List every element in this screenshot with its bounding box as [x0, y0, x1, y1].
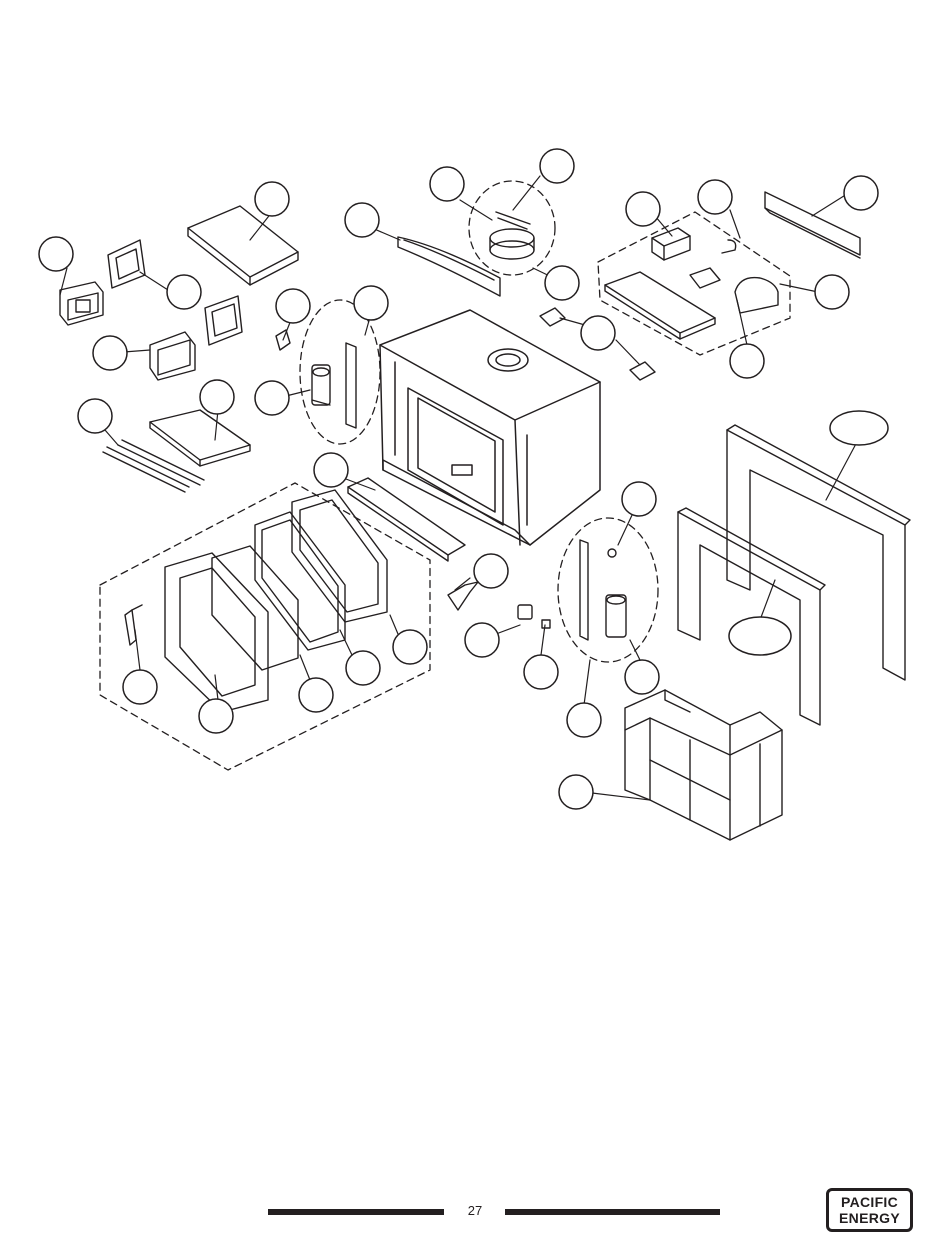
callout-circle — [167, 275, 201, 309]
callout-circle — [698, 180, 732, 214]
insulation-block-part — [735, 278, 778, 313]
callout-circle — [581, 316, 615, 350]
retainer-plate-part — [690, 268, 720, 288]
callout-circle — [199, 699, 233, 733]
board-part — [150, 410, 250, 466]
callout-circle — [559, 775, 593, 809]
callout-circles — [39, 149, 888, 809]
left-housing-part — [150, 332, 195, 380]
small-surround-part — [678, 508, 825, 725]
callout-circle — [474, 554, 508, 588]
callout-circle — [567, 703, 601, 737]
front-ledge-part — [348, 478, 465, 561]
callout-circle — [540, 149, 574, 183]
left-bracket-part — [60, 282, 103, 325]
page-number: 27 — [445, 1203, 505, 1218]
collar-group-outline — [469, 181, 555, 275]
callout-oval — [729, 617, 791, 655]
callout-circle — [200, 380, 234, 414]
callout-circle — [626, 192, 660, 226]
callout-circle — [314, 453, 348, 487]
callout-oval — [830, 411, 888, 445]
gasket-plate-upper — [108, 240, 145, 288]
door-group-outline — [100, 483, 430, 770]
callout-circle — [299, 678, 333, 712]
footer-rule-left — [268, 1209, 444, 1215]
nut-part — [542, 620, 550, 628]
bracket-clip-part — [722, 240, 736, 253]
knob-part — [518, 605, 532, 619]
arched-deflector-part — [398, 237, 500, 296]
pacific-energy-logo: PACIFIC ENERGY — [826, 1188, 913, 1232]
callout-circle — [78, 399, 112, 433]
left-fan-part — [312, 365, 330, 405]
leader-lines — [60, 176, 858, 800]
right-fan-part — [606, 595, 626, 637]
logo-line-2: ENERGY — [839, 1210, 900, 1226]
flue-collar-part — [490, 212, 534, 259]
callout-circle — [123, 670, 157, 704]
top-shelf-part — [188, 206, 298, 285]
callout-circle — [465, 623, 499, 657]
baffle-board-part — [605, 272, 715, 339]
callout-circle — [39, 237, 73, 271]
left-fan-bracket-part — [346, 343, 356, 428]
small-brick-part — [652, 228, 690, 260]
callout-circle — [622, 482, 656, 516]
logo-line-1: PACIFIC — [841, 1194, 898, 1210]
dashed-group-outlines — [100, 181, 790, 770]
door-handle-part — [125, 605, 142, 645]
callout-circle — [255, 381, 289, 415]
right-fan-bracket-part — [580, 540, 588, 640]
callout-circle — [93, 336, 127, 370]
callout-circle — [730, 344, 764, 378]
callout-circle — [255, 182, 289, 216]
callout-circle — [345, 203, 379, 237]
damper-lever-part — [448, 582, 478, 610]
callout-circle — [430, 167, 464, 201]
callout-circle — [545, 266, 579, 300]
footer-rule-right — [505, 1209, 720, 1215]
firebrick-set-part — [625, 690, 782, 840]
callout-circle — [354, 286, 388, 320]
callout-circle — [844, 176, 878, 210]
right-switch-part — [608, 549, 616, 557]
callout-circle — [276, 289, 310, 323]
callout-circle — [346, 651, 380, 685]
callout-circle — [524, 655, 558, 689]
callout-circle — [625, 660, 659, 694]
callout-circle — [393, 630, 427, 664]
callout-circle — [815, 275, 849, 309]
gasket-plate-lower — [205, 296, 242, 345]
air-tubes-part — [103, 440, 204, 492]
blower-right-group-outline — [558, 518, 658, 662]
